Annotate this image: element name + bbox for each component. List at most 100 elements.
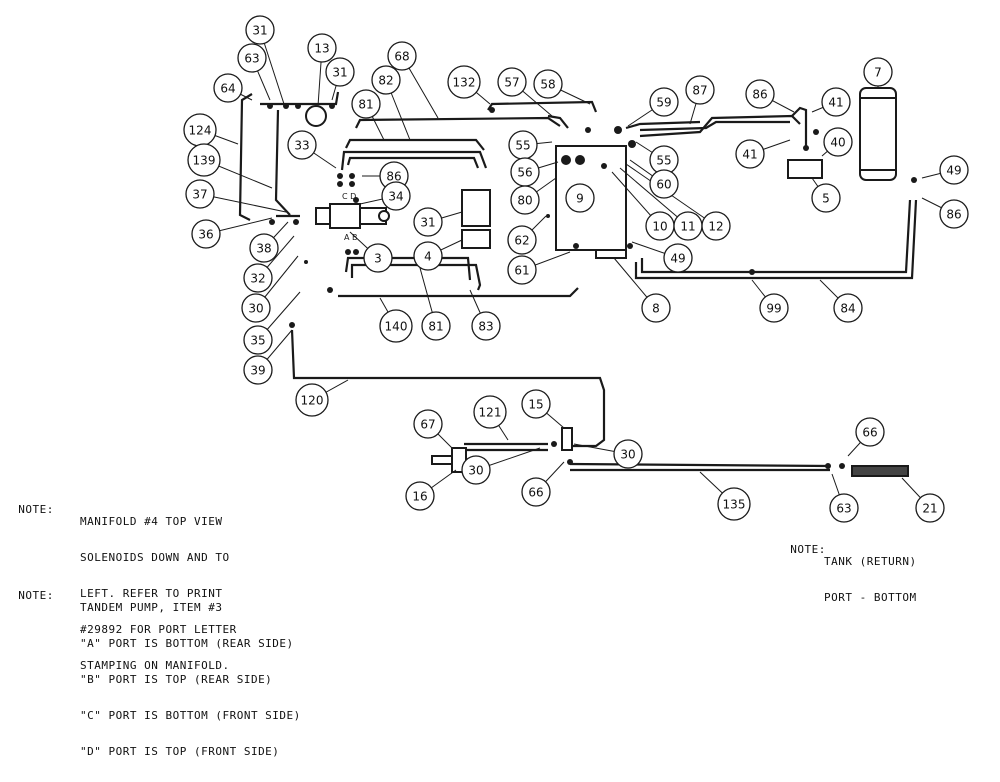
callout-number: 61 <box>514 264 529 278</box>
callout-circle <box>371 65 401 95</box>
components <box>305 87 909 477</box>
callout-number: 40 <box>830 136 845 150</box>
callout-13: 13 <box>307 33 337 63</box>
callout-number: 139 <box>193 154 216 168</box>
callout-number: 11 <box>680 220 695 234</box>
hose-81-top <box>340 150 488 171</box>
callout-number: 66 <box>862 426 877 440</box>
callout-140: 140 <box>379 309 413 343</box>
callout-5: 5 <box>811 183 841 213</box>
note-line: TANDEM PUMP, ITEM #3 <box>80 601 223 614</box>
callout-number: 81 <box>358 98 373 112</box>
callout-number: 67 <box>420 418 435 432</box>
callout-circle <box>939 155 969 185</box>
hose-124 <box>238 93 253 221</box>
callout-circle <box>351 89 381 119</box>
hose-120 <box>290 329 606 448</box>
callout-circle <box>243 325 273 355</box>
callout-number: 10 <box>652 220 667 234</box>
callout-21: 21 <box>915 493 945 523</box>
callout-12: 12 <box>701 211 731 241</box>
callout-number: 3 <box>374 252 382 266</box>
callout-55: 55 <box>508 130 538 160</box>
callout-circle <box>363 243 393 273</box>
pump-3-body <box>329 203 361 229</box>
callout-41: 41 <box>735 139 765 169</box>
callout-10: 10 <box>645 211 675 241</box>
callout-circle <box>295 383 329 417</box>
callout-31: 31 <box>413 207 443 237</box>
callout-circle <box>421 311 451 341</box>
callout-66: 66 <box>855 417 885 447</box>
valve-31 <box>461 189 491 227</box>
callout-circle <box>821 87 851 117</box>
callout-139: 139 <box>187 143 221 177</box>
callout-circle <box>855 417 885 447</box>
callout-55: 55 <box>649 145 679 175</box>
leader-line <box>619 167 689 227</box>
callout-68: 68 <box>387 41 417 71</box>
callout-80: 80 <box>510 185 540 215</box>
tee-15 <box>561 427 573 451</box>
manifold-port-labels: C D A B <box>342 192 358 242</box>
callout-circle <box>325 57 355 87</box>
hose-140 <box>338 287 579 298</box>
callout-number: 121 <box>479 406 502 420</box>
callout-number: 63 <box>836 502 851 516</box>
callout-circle <box>249 233 279 263</box>
callout-number: 4 <box>424 250 432 264</box>
callout-number: 80 <box>517 194 532 208</box>
callout-number: 87 <box>692 84 707 98</box>
callout-circle <box>565 183 595 213</box>
callout-number: 86 <box>752 88 767 102</box>
hose-lines <box>238 91 918 472</box>
callout-4: 4 <box>413 241 443 271</box>
callout-number: 8 <box>652 302 660 316</box>
callout-40: 40 <box>823 127 853 157</box>
gauge-13 <box>305 105 327 127</box>
callout-circle <box>243 355 273 385</box>
callout-circle <box>379 309 413 343</box>
callout-circle <box>497 67 527 97</box>
hose-59 <box>625 120 701 130</box>
callout-number: 64 <box>220 82 235 96</box>
callout-63: 63 <box>829 493 859 523</box>
callout-124: 124 <box>183 113 217 147</box>
callout-number: 66 <box>528 486 543 500</box>
note-line: PORT - BOTTOM <box>824 591 917 604</box>
callout-circle <box>507 225 537 255</box>
callout-8: 8 <box>641 293 671 323</box>
callout-circle <box>521 389 551 419</box>
note-tandem-pump: NOTE: TANDEM PUMP, ITEM #3 "A" PORT IS B… <box>4 578 300 758</box>
note-line: MANIFOLD #4 TOP VIEW <box>80 515 223 528</box>
callout-circle <box>685 75 715 105</box>
fittings <box>267 103 917 469</box>
callout-34: 34 <box>381 181 411 211</box>
callout-number: 49 <box>670 252 685 266</box>
callout-circle <box>811 183 841 213</box>
callout-number: 56 <box>517 166 532 180</box>
tank-7 <box>859 87 897 181</box>
callout-87: 87 <box>685 75 715 105</box>
callout-30: 30 <box>461 455 491 485</box>
manifold-9-lip <box>595 249 627 259</box>
callout-31: 31 <box>245 15 275 45</box>
callout-86: 86 <box>745 79 775 109</box>
callout-circle <box>413 241 443 271</box>
callout-number: 31 <box>252 24 267 38</box>
callout-56: 56 <box>510 157 540 187</box>
callout-number: 31 <box>332 66 347 80</box>
callout-circle <box>613 439 643 469</box>
callout-number: 30 <box>248 302 263 316</box>
callout-circle <box>533 69 563 99</box>
callout-circle <box>833 293 863 323</box>
note-prefix: NOTE: <box>18 503 54 516</box>
callout-circle <box>381 181 411 211</box>
callout-86: 86 <box>939 199 969 229</box>
callout-number: 86 <box>386 170 401 184</box>
hose-68 <box>355 116 561 129</box>
hose-135 <box>569 462 831 468</box>
callout-number: 86 <box>946 208 961 222</box>
callout-81: 81 <box>421 311 451 341</box>
